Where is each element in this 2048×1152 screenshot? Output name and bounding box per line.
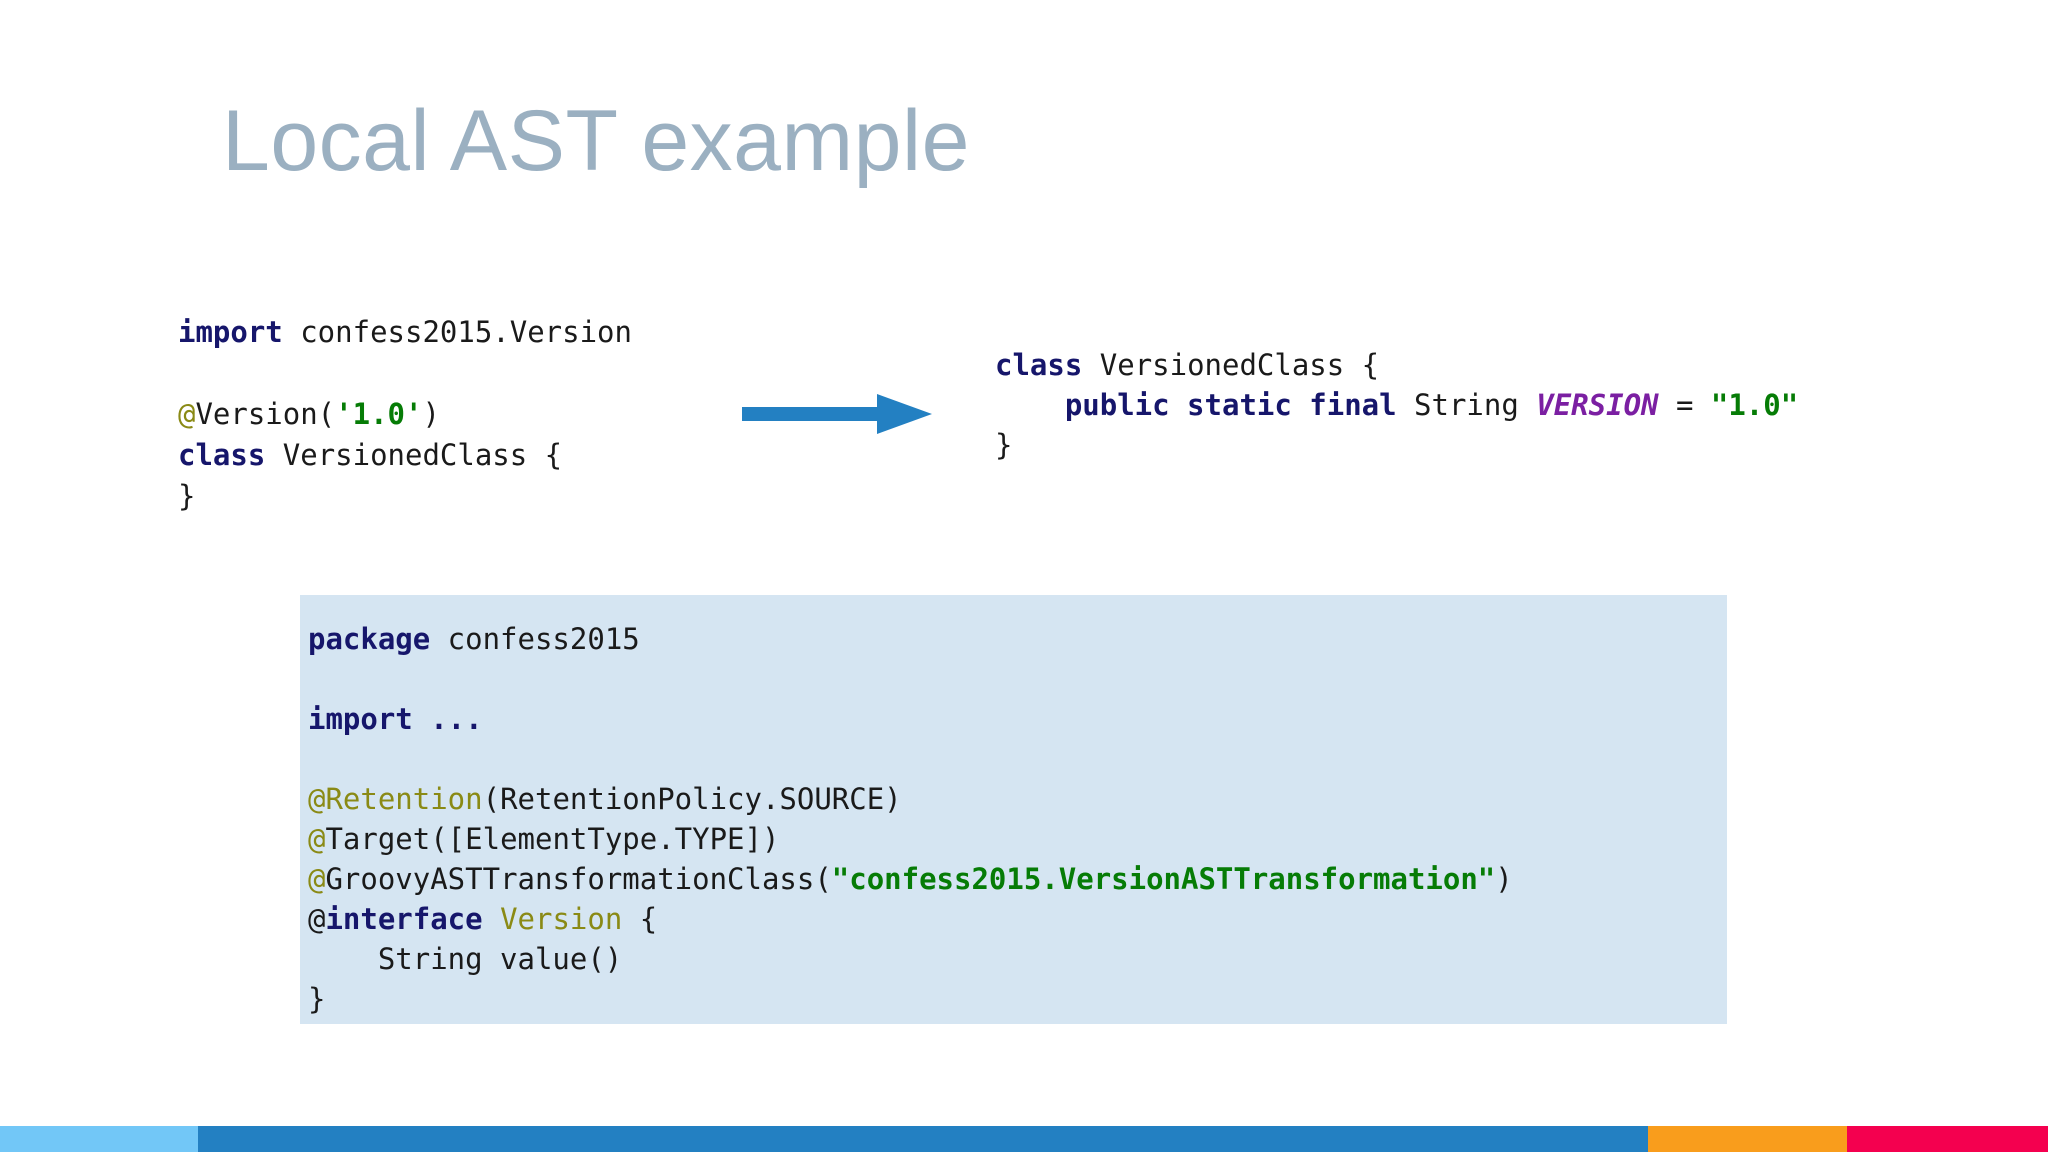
transform-arrow	[742, 392, 932, 436]
code-token: confess2015.Version	[282, 315, 632, 349]
code-line: @GroovyASTTransformationClass("confess20…	[308, 859, 1513, 899]
code-token: }	[308, 982, 326, 1016]
code-token: @	[308, 822, 326, 856]
code-token: (RetentionPolicy.SOURCE)	[482, 782, 902, 816]
code-token: package	[308, 622, 431, 656]
code-token: VersionedClass {	[1082, 348, 1380, 382]
code-line: String value()	[308, 939, 1513, 979]
footer-color-bar	[0, 1126, 2048, 1152]
code-token: import ...	[308, 702, 483, 736]
footer-segment-light-blue	[0, 1126, 198, 1152]
code-line: @interface Version {	[308, 899, 1513, 939]
code-token	[483, 902, 500, 936]
code-token: String value()	[308, 942, 623, 976]
code-token: @	[178, 397, 196, 431]
code-token: public static final	[1064, 388, 1397, 422]
code-token: =	[1658, 388, 1711, 422]
code-token: )	[422, 397, 440, 431]
code-line: }	[178, 476, 632, 517]
code-line: package confess2015	[308, 619, 1513, 659]
code-token: "1.0"	[1710, 388, 1799, 422]
code-token: @	[308, 862, 326, 896]
code-line: import ...	[308, 699, 1513, 739]
code-token: '1.0'	[335, 397, 423, 431]
code-line: import confess2015.Version	[178, 312, 632, 353]
code-token: Version	[500, 902, 623, 936]
code-token: @Retention	[308, 782, 483, 816]
code-token: Target([ElementType.TYPE])	[325, 822, 780, 856]
code-line: @Retention(RetentionPolicy.SOURCE)	[308, 779, 1513, 819]
code-line	[308, 739, 1513, 779]
code-line: @Target([ElementType.TYPE])	[308, 819, 1513, 859]
code-token: "confess2015.VersionASTTransformation"	[831, 862, 1496, 896]
code-line	[308, 659, 1513, 699]
code-token: String	[1396, 388, 1537, 422]
arrow-right-icon	[742, 394, 932, 434]
code-line: public static final String VERSION = "1.…	[995, 385, 1798, 425]
code-line: }	[308, 979, 1513, 1019]
page-title: Local AST example	[222, 93, 970, 189]
code-token: VERSION	[1536, 388, 1659, 422]
code-token: GroovyASTTransformationClass(	[325, 862, 832, 896]
code-token: }	[995, 428, 1013, 462]
code-line: @Version('1.0')	[178, 394, 632, 435]
code-token: )	[1495, 862, 1513, 896]
annotation-code-block: package confess2015 import ... @Retentio…	[308, 619, 1513, 1019]
footer-segment-blue	[198, 1126, 1648, 1152]
code-token: @	[308, 902, 326, 936]
code-line	[178, 353, 632, 394]
source-code-block: import confess2015.Version @Version('1.0…	[178, 312, 632, 517]
footer-segment-orange	[1648, 1126, 1847, 1152]
code-token: }	[178, 479, 196, 513]
code-token: class	[178, 438, 266, 472]
code-token: confess2015	[430, 622, 640, 656]
code-token: import	[178, 315, 283, 349]
code-line: }	[995, 425, 1798, 465]
code-token: {	[622, 902, 658, 936]
generated-code-block: class VersionedClass { public static fin…	[995, 345, 1798, 465]
annotation-definition-panel: package confess2015 import ... @Retentio…	[300, 595, 1727, 1024]
code-token: interface	[325, 902, 483, 936]
code-token: class	[995, 348, 1083, 382]
footer-segment-pink	[1847, 1126, 2048, 1152]
code-token	[995, 388, 1065, 422]
code-line: class VersionedClass {	[995, 345, 1798, 385]
code-line: class VersionedClass {	[178, 435, 632, 476]
code-token: VersionedClass {	[265, 438, 563, 472]
code-token: Version(	[195, 397, 336, 431]
